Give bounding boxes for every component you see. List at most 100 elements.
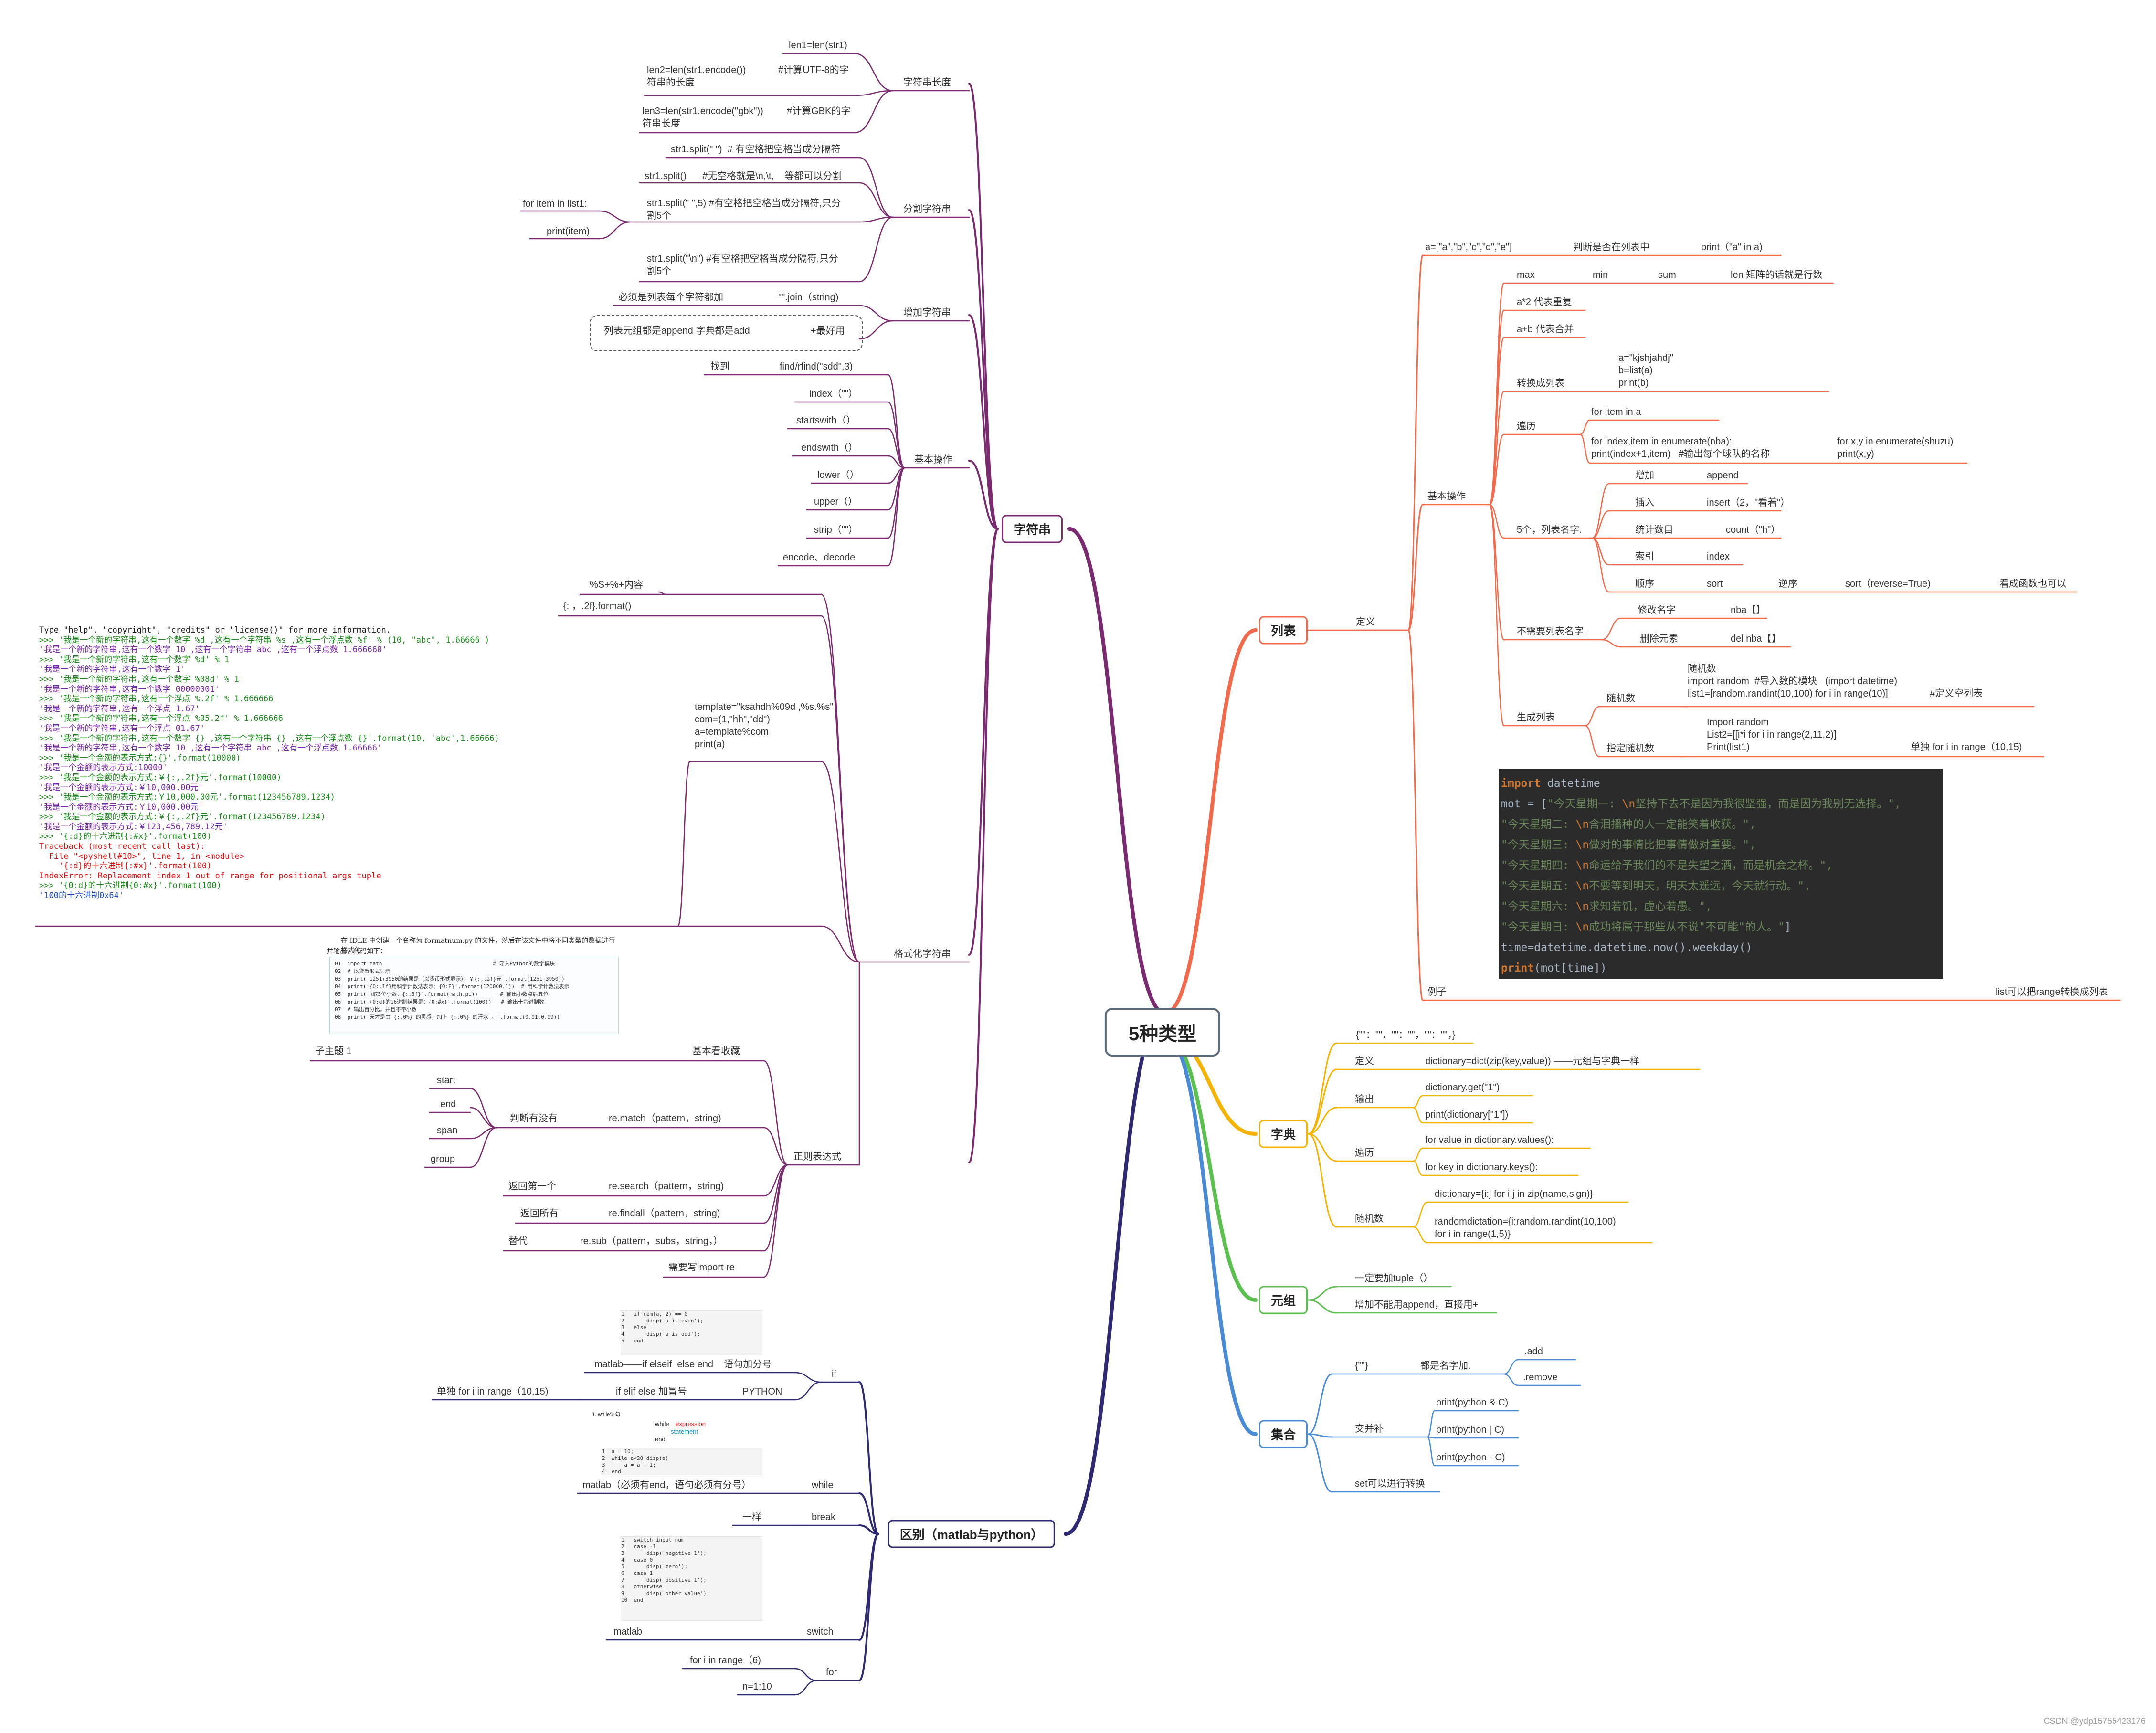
code-token: \n [1575, 839, 1589, 851]
label-e-rem: .remove [1523, 1372, 1558, 1383]
label-s-len3c: 符串长度 [642, 118, 680, 129]
thumb-line: 3 a = a + 1; [602, 1462, 656, 1468]
snippet-line: 03 print('1251+3950的结果是（以货币形式显示）：￥{:,.2f… [335, 976, 565, 982]
label-l-sum: sum [1658, 270, 1676, 280]
connector [1307, 1433, 1333, 1493]
connector [677, 761, 691, 927]
label-l-del: 删除元素 [1640, 634, 1678, 644]
label-x-py: PYTHON [742, 1386, 782, 1397]
connector [858, 216, 894, 223]
label-l-r7: 单独 for i in range（10,15) [1911, 742, 2022, 752]
code-line: "今天星期六: \n求知若饥，虚心若愚。", [1499, 897, 1943, 917]
label-s-add1a: 必须是列表每个字符都加 [618, 292, 723, 303]
thumb-line: 3 else [621, 1324, 646, 1331]
label-l-more: 看成函数也可以 [1999, 579, 2066, 589]
label-t-1: 一定要加tuple（） [1355, 1273, 1433, 1284]
code-token: 坚持下去不是因为我很坚强，而是因为我别无选择。", [1635, 798, 1901, 810]
label-d-out: 输出 [1355, 1094, 1374, 1105]
code-token: mot = [ [1501, 798, 1547, 810]
code-token: import [1501, 777, 1541, 790]
connector [820, 925, 860, 963]
label-e-name: 都是名字加. [1420, 1361, 1471, 1371]
code-line: import datetime [1499, 773, 1943, 794]
connector [1579, 433, 1591, 464]
label-f-3a: template="ksahdh%09d ,%s.%s" [695, 702, 834, 712]
label-s-find1: 找到 [710, 361, 729, 372]
label-l-conv1: a="kjshjahdj" [1618, 353, 1673, 363]
connector [1579, 419, 1591, 435]
label-d-r2b: for i in range(1,5)} [1435, 1229, 1511, 1239]
label-l-it3b: print(x,y) [1837, 449, 1874, 459]
connector [1591, 537, 1610, 593]
label-s-len3b: #计算GBK的字 [787, 106, 851, 116]
label-s-index: index（""） [809, 389, 858, 399]
code-line: time=datetime.datetime.now().weekday() [1499, 938, 1943, 958]
connector [1307, 1433, 1333, 1438]
connector [887, 374, 906, 469]
watermark: CSDN @ydp15755423176 [2043, 1716, 2145, 1726]
connector [858, 1381, 879, 1535]
category-str[interactable]: 字符串 [1001, 515, 1063, 543]
code-token: 不要等到明天，明天太遥远，今天就行动。", [1589, 880, 1811, 892]
code-line: "今天星期二: \n含泪播种的人一定能笑着收获。", [1499, 814, 1943, 835]
label-l-it1: for item in a [1591, 407, 1641, 417]
label-l-noname: 不需要列表名字. [1517, 626, 1586, 637]
label-s-sp4a: str1.split("\n") #有空格把空格当成分隔符,只分 [647, 254, 838, 264]
label-l-r1: 随机数 [1688, 664, 1716, 674]
label-d-def: 定义 [1355, 1056, 1374, 1067]
category-dict[interactable]: 字典 [1258, 1120, 1308, 1148]
label-r-first: 返回第一个 [508, 1181, 556, 1192]
label-l-r4: Import random [1707, 717, 1769, 728]
label-s-len1: len1=len(str1) [789, 40, 847, 51]
connector [1412, 1095, 1424, 1109]
label-s-sp2: str1.split() #无空格就是\n,\t, 等都可以分割 [645, 171, 842, 181]
thumb-line: 1 if rem(a, 2) == 0 [621, 1311, 688, 1317]
label-l-plus: a+b 代表合并 [1517, 324, 1574, 335]
label-l-idxv: index [1707, 551, 1730, 562]
connector [1489, 433, 1505, 506]
category-diff[interactable]: 区别（matlab与python） [888, 1520, 1056, 1548]
root-node[interactable]: 5种类型 [1104, 1008, 1221, 1057]
connector [968, 209, 999, 530]
thumb-line: 7 disp('positive 1'); [621, 1577, 707, 1583]
code-token: time=datetime.datetime.now().weekday() [1501, 941, 1753, 954]
connector [858, 182, 894, 218]
label-f-2: {: ，.2f}.format() [563, 601, 632, 612]
connector [1601, 617, 1622, 641]
label-s-add: 增加字符串 [903, 307, 951, 318]
thumb-line: 5 end [621, 1338, 644, 1344]
while-end: end [655, 1436, 666, 1443]
connector [858, 1492, 879, 1535]
thumb-line: 2 disp('a is even'); [621, 1318, 704, 1324]
label-r-group: group [431, 1154, 455, 1164]
label-l-conv2: b=list(a) [1618, 365, 1653, 376]
category-set[interactable]: 集合 [1258, 1420, 1308, 1448]
connector [1601, 639, 1622, 648]
connector [820, 615, 860, 963]
connector [763, 1127, 789, 1166]
connector [1503, 1359, 1519, 1375]
connector [1307, 1107, 1338, 1135]
code-line: "今天星期五: \n不要等到明天，明天太遥远，今天就行动。", [1499, 876, 1943, 897]
connector [1591, 537, 1610, 566]
label-d-defv: dictionary=dict(zip(key,value)) ——元组与字典一… [1425, 1056, 1640, 1067]
label-l-idx: 索引 [1635, 551, 1654, 562]
label-l-r3b: #定义空列表 [1930, 688, 1983, 699]
label-d-out1: dictionary.get("1") [1425, 1082, 1500, 1093]
label-d-it2: for key in dictionary.keys(): [1425, 1162, 1538, 1173]
idle-line: >>> '{0:d}的十六进制{0:#x}'.format(100) [39, 881, 222, 891]
label-d-1: {""：""，""：""，""：""，} [1356, 1030, 1456, 1040]
category-list[interactable]: 列表 [1258, 616, 1308, 645]
category-tuple[interactable]: 元组 [1258, 1286, 1308, 1314]
connector [1412, 1107, 1424, 1124]
while-keyword: while [655, 1420, 669, 1427]
label-e-conv: set可以进行转换 [1355, 1479, 1425, 1489]
label-d-r2a: randomdictation={i:random.randint(10,100… [1435, 1216, 1616, 1227]
label-r-start: start [437, 1075, 455, 1086]
label-e-cross: 交并补 [1355, 1424, 1384, 1434]
connector [1307, 1299, 1338, 1314]
idle-line: >>> '{:d}的十六进制{:#x}'.format(100) [39, 832, 212, 842]
label-x-for1: 单独 for i in range（10,15) [437, 1386, 549, 1397]
label-l-rand: 随机数 [1606, 693, 1635, 704]
